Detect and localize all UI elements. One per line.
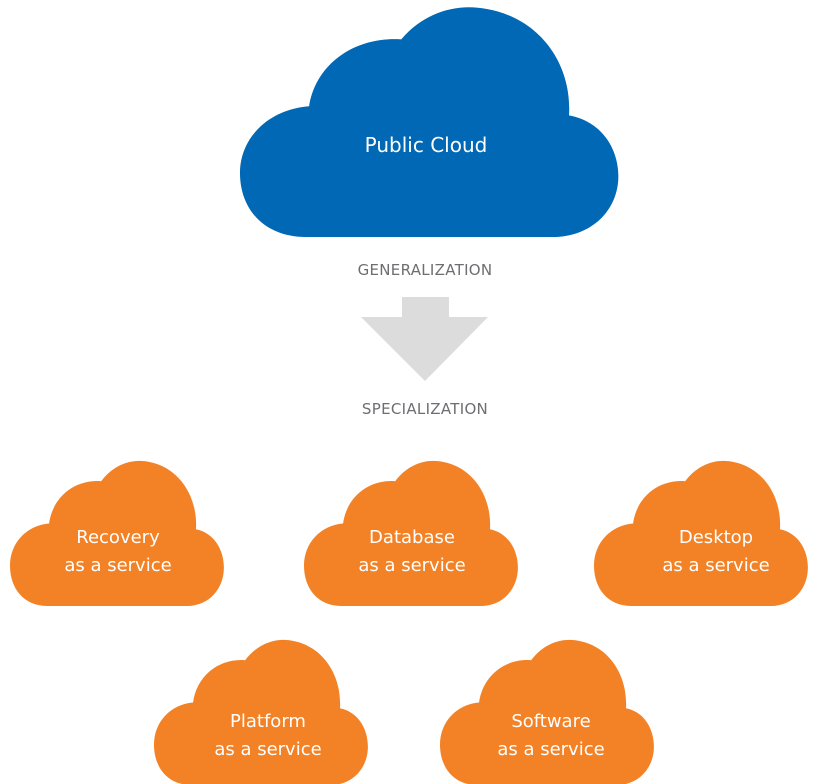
service-line2: as a service xyxy=(358,555,465,576)
public-cloud-label: Public Cloud xyxy=(365,133,488,157)
service-line2: as a service xyxy=(214,739,321,760)
public-cloud: Public Cloud xyxy=(240,7,619,238)
service-cloud-database: Database as a service xyxy=(304,460,518,606)
service-cloud-platform: Platform as a service xyxy=(154,639,368,784)
service-line1: Database xyxy=(369,527,455,548)
service-cloud-software: Software as a service xyxy=(440,639,654,784)
generalization-caption: GENERALIZATION xyxy=(358,261,493,279)
cloud-icon xyxy=(240,7,619,238)
service-cloud-recovery: Recovery as a service xyxy=(10,460,224,606)
arrow-down-icon xyxy=(361,297,488,381)
service-cloud-desktop: Desktop as a service xyxy=(594,460,808,606)
service-line1: Recovery xyxy=(76,527,160,548)
service-line2: as a service xyxy=(662,555,769,576)
service-line1: Platform xyxy=(230,711,306,732)
service-line1: Software xyxy=(511,711,590,732)
service-line2: as a service xyxy=(497,739,604,760)
specialization-caption: SPECIALIZATION xyxy=(362,400,488,418)
service-line1: Desktop xyxy=(679,527,753,548)
service-line2: as a service xyxy=(64,555,171,576)
